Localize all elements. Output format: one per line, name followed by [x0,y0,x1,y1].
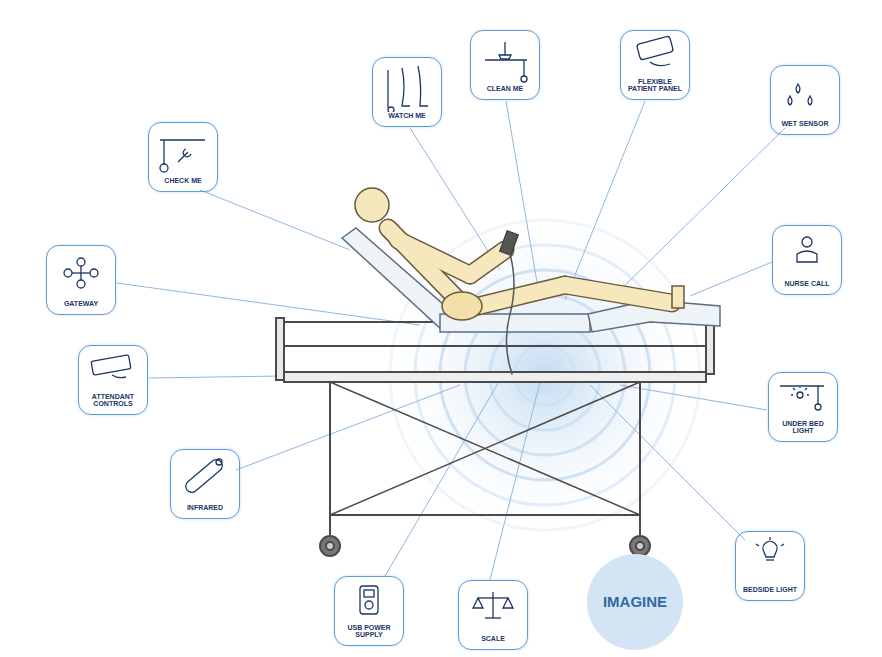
box-label: UNDER BED LIGHT [772,420,834,435]
attendant-controls-box: ATTENDANT CONTROLS [78,345,148,415]
wet-sensor-box: WET SENSOR [770,65,840,135]
box-label: WET SENSOR [780,120,829,128]
clean-me-box: CLEAN ME [470,30,540,100]
box-label: BEDSIDE LIGHT [742,586,798,594]
nurse-call-box: NURSE CALL [772,225,842,295]
patient-panel-box: FLEXIBLE PATIENT PANEL [620,30,690,100]
usb-power-box: USB POWER SUPPLY [334,576,404,646]
box-label: WATCH ME [387,112,427,120]
box-label: USB POWER SUPPLY [338,624,400,639]
under-bed-light-box: UNDER BED LIGHT [768,372,838,442]
box-label: GATEWAY [63,300,99,308]
bed-frame [276,312,714,556]
leader-lines [117,101,785,580]
box-label: NURSE CALL [783,280,830,288]
box-label: ATTENDANT CONTROLS [82,393,144,408]
box-label: IMAGINE [602,594,668,611]
infrared-box: INFRARED [170,449,240,519]
imagine-circle: IMAGINE [587,554,683,650]
gateway-box: GATEWAY [46,245,116,315]
watch-me-box: WATCH ME [372,57,442,127]
mannequin [355,188,684,374]
box-label: INFRARED [186,504,224,512]
box-label: SCALE [480,635,506,643]
bedside-light-box: BEDSIDE LIGHT [735,531,805,601]
box-label: CLEAN ME [486,85,525,93]
check-me-box: CHECK ME [148,122,218,192]
box-label: FLEXIBLE PATIENT PANEL [624,78,686,93]
mattress [342,228,720,332]
icons [64,36,824,618]
scale-box: SCALE [458,580,528,650]
box-label: CHECK ME [163,177,202,185]
